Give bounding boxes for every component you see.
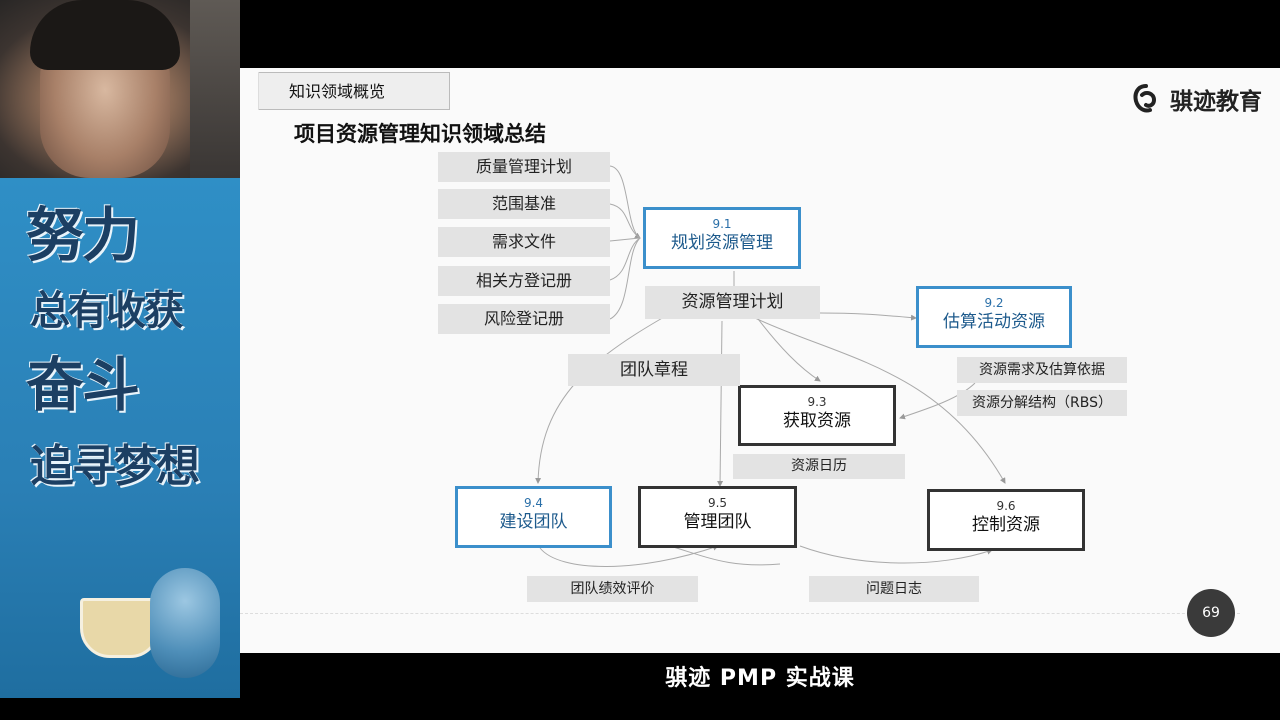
label-team-performance: 团队绩效评价: [527, 576, 698, 602]
slogan-line-2: 总有收获: [30, 288, 184, 334]
section-tag: 知识领域概览: [248, 72, 450, 110]
process-name: 建设团队: [499, 512, 568, 532]
sidebar-banner: 努力 总有收获 奋斗 追寻梦想: [0, 0, 240, 720]
webcam-background: [190, 0, 240, 178]
footer-divider: [240, 613, 1240, 614]
label-issue-log: 问题日志: [809, 576, 979, 602]
slide-title: 项目资源管理知识领域总结: [294, 122, 546, 146]
process-9-1: 9.1 规划资源管理: [643, 207, 801, 269]
lamp-illustration: [150, 568, 220, 678]
process-9-5: 9.5 管理团队: [638, 486, 797, 548]
slogan-line-1: 努力: [26, 201, 140, 269]
input-stakeholder-register: 相关方登记册: [438, 266, 610, 296]
logo-text: 骐迹教育: [1170, 89, 1262, 115]
input-risk-register: 风险登记册: [438, 304, 610, 334]
label-resource-calendar: 资源日历: [733, 454, 905, 479]
process-name: 规划资源管理: [671, 233, 773, 253]
motivation-banner: 努力 总有收获 奋斗 追寻梦想: [0, 178, 240, 698]
process-number: 9.4: [523, 496, 544, 510]
sidebar-bottom: [0, 698, 240, 720]
process-9-6: 9.6 控制资源: [927, 489, 1085, 551]
webcam-video: [0, 0, 240, 178]
process-number: 9.2: [984, 296, 1004, 310]
slogan-line-3: 奋斗: [26, 351, 140, 419]
process-name: 控制资源: [972, 515, 1040, 535]
label-rbs: 资源分解结构（RBS）: [957, 390, 1127, 416]
process-name: 管理团队: [683, 512, 752, 532]
process-number: 9.6: [996, 499, 1016, 513]
connector-arrows: [535, 165, 1006, 567]
logo: 骐迹教育: [1130, 82, 1262, 116]
course-caption: 骐迹 PMP 实战课: [240, 653, 1280, 720]
input-scope-baseline: 范围基准: [438, 189, 610, 219]
logo-icon: [1130, 83, 1162, 115]
label-resource-plan: 资源管理计划: [645, 286, 820, 319]
label-resource-requirements: 资源需求及估算依据: [957, 357, 1127, 383]
presenter-hair: [30, 0, 180, 70]
process-number: 9.1: [712, 217, 732, 231]
process-9-3: 9.3 获取资源: [738, 385, 896, 446]
label-team-charter: 团队章程: [568, 354, 740, 386]
process-name: 估算活动资源: [943, 312, 1045, 332]
process-9-4: 9.4 建设团队: [455, 486, 612, 548]
book-illustration: [80, 598, 160, 658]
slide: 知识领域概览 骐迹教育 项目资源管理知识领域总结: [240, 68, 1280, 653]
page-number: 69: [1187, 589, 1235, 637]
input-quality-plan: 质量管理计划: [438, 152, 610, 182]
process-9-2: 9.2 估算活动资源: [916, 286, 1072, 348]
process-number: 9.5: [707, 496, 728, 510]
input-requirements-doc: 需求文件: [438, 227, 610, 257]
process-number: 9.3: [807, 395, 827, 409]
process-name: 获取资源: [783, 411, 851, 431]
slogan-line-4: 追寻梦想: [30, 441, 200, 492]
